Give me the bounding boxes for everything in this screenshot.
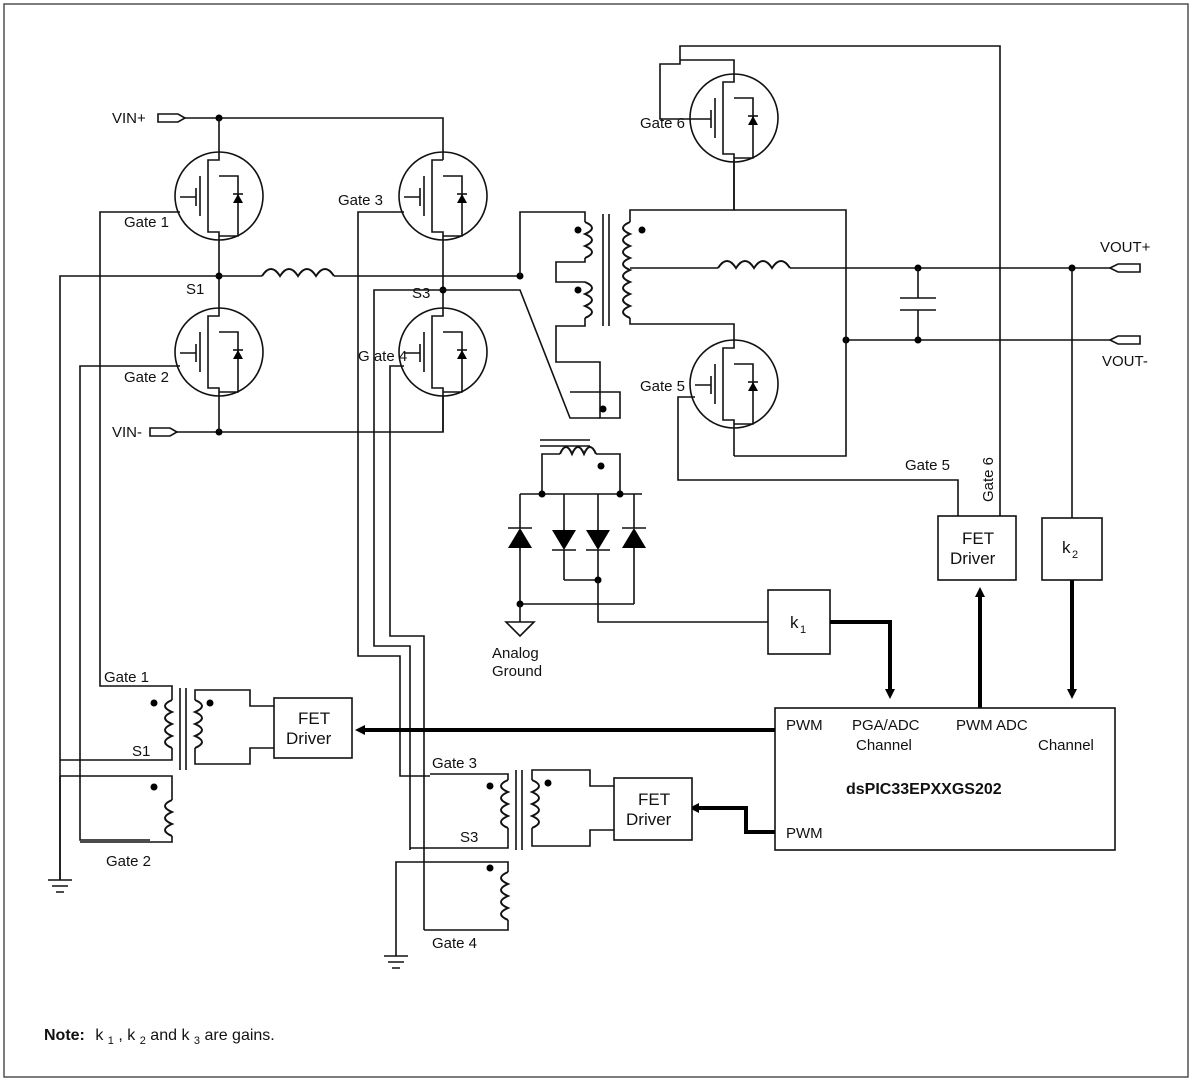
left-ground-symbol (48, 776, 72, 893)
s1-wire (59, 275, 219, 880)
mosfet-q5 (689, 339, 779, 456)
gate3-wire (357, 211, 430, 777)
mosfet-q3 (398, 151, 488, 290)
output-capacitor (900, 268, 936, 340)
q4-gate-label: G ate 4 (358, 348, 407, 365)
controller-pga-adc: PGA/ADC (852, 717, 920, 734)
xfmr-gate1-label: Gate 1 (104, 669, 149, 686)
vout-plus-terminal: VOUT+ (1100, 239, 1151, 273)
driver-gate6-label: Gate 6 (980, 457, 997, 502)
xfmr-gate3-label: Gate 3 (432, 755, 477, 772)
mid-gate-transformer (395, 769, 614, 956)
vout-minus-terminal: VOUT- (1102, 335, 1148, 370)
note-and: and (150, 1027, 181, 1044)
note-k2-sub: 2 (140, 1035, 146, 1047)
gate2-wire (79, 365, 180, 841)
k1-label: k (790, 613, 799, 632)
mosfet-q1 (174, 118, 264, 276)
mosfet-q6 (689, 73, 779, 210)
vin-plus-label: VIN+ (112, 110, 146, 127)
note-k2: k (127, 1027, 136, 1044)
gate6-wire (659, 45, 1001, 516)
analog-ground-symbol (504, 621, 536, 638)
note-bold: Note: (44, 1027, 85, 1044)
s3-wire (373, 289, 443, 850)
vin-minus-terminal: VIN- (112, 424, 179, 441)
main-xfmr-core (602, 214, 610, 326)
footnote: Note: k 1 , k 2 and k 3 are gains. (44, 1027, 275, 1048)
vin-plus-terminal: VIN+ (112, 110, 187, 127)
mosfet-q4 (398, 290, 488, 432)
s1-node-label: S1 (186, 281, 204, 298)
fet-driver-left-line2: Driver (286, 729, 332, 748)
note-sep1: , (118, 1027, 127, 1044)
q1-gate-label: Gate 1 (124, 214, 169, 231)
q5-gate-label: Gate 5 (640, 378, 685, 395)
fet-driver-mid (613, 777, 693, 841)
xfmr-gate4-label: Gate 4 (432, 935, 477, 952)
q2-gate-label: Gate 2 (124, 369, 169, 386)
s3-node-label: S3 (412, 285, 430, 302)
vin-minus-rail (177, 395, 444, 433)
series-inductor (261, 268, 335, 278)
aux-xfmr-coil (559, 446, 597, 457)
controller-pga-channel: Channel (856, 737, 912, 754)
driver-gate5-label: Gate 5 (905, 457, 950, 474)
vin-plus-rail (185, 117, 444, 160)
xfmr-gate2-label: Gate 2 (106, 853, 151, 870)
rectifier-bridge (508, 494, 646, 605)
mosfet-q2 (174, 276, 264, 432)
controller-pwm-bottom: PWM (786, 825, 823, 842)
note-k1: k (95, 1027, 104, 1044)
fet-driver-mid-line1: FET (638, 790, 670, 809)
controller-name: dsPIC33EPXXGS202 (846, 781, 1002, 798)
gate5-wire (677, 396, 959, 516)
main-xfmr-secondary (622, 221, 633, 319)
xfmr-s3-label: S3 (460, 829, 478, 846)
fet-driver-left (273, 697, 353, 759)
fet-driver-top-line2: Driver (950, 549, 996, 568)
gate4-wire (389, 365, 425, 930)
note-k3: k (181, 1027, 190, 1044)
fet-driver-top-line1: FET (962, 529, 994, 548)
vout-minus-label: VOUT- (1102, 353, 1148, 370)
output-inductor (717, 260, 791, 270)
controller-channel: Channel (1038, 737, 1094, 754)
controller-pwm-top: PWM (786, 717, 823, 734)
left-gate-transformer (60, 685, 274, 843)
note-k1-sub: 1 (108, 1035, 114, 1047)
note-rest: are gains. (204, 1027, 274, 1044)
main-xfmr-primary-lower (582, 281, 593, 319)
analog-ground-label-1: Analog (492, 645, 539, 662)
controller-pwm-adc: PWM ADC (956, 717, 1028, 734)
dspic-controller (774, 707, 1116, 851)
k2-label: k (1062, 538, 1071, 557)
k1-gain-block (767, 589, 831, 655)
k2-gain-block (1041, 517, 1103, 581)
gate1-wire (99, 211, 180, 687)
fet-driver-mid-line2: Driver (626, 810, 672, 829)
main-xfmr-primary-upper (582, 221, 593, 259)
mid-ground-symbol (384, 955, 408, 969)
fet-driver-top (937, 515, 1017, 581)
fet-driver-left-line1: FET (298, 709, 330, 728)
vout-plus-label: VOUT+ (1100, 239, 1151, 256)
diagram-frame (3, 3, 1189, 1078)
q3-gate-label: Gate 3 (338, 192, 383, 209)
analog-ground-label-2: Ground (492, 663, 542, 680)
q6-gate-label: Gate 6 (640, 115, 685, 132)
k2-sub: 2 (1072, 549, 1078, 561)
k1-sub: 1 (800, 624, 806, 636)
vin-minus-label: VIN- (112, 424, 142, 441)
xfmr-s1-label: S1 (132, 743, 150, 760)
note-k3-sub: 3 (194, 1035, 200, 1047)
aux-xfmr-core (540, 439, 590, 447)
